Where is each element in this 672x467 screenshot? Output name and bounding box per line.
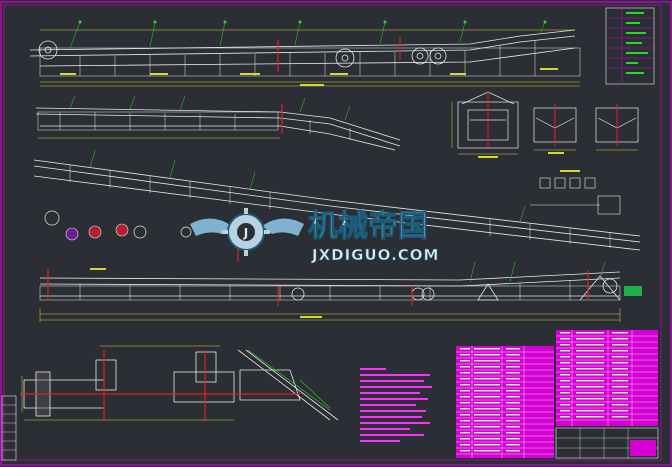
gear-wings-emblem-icon: J [190,208,304,256]
idler-roller-icon [44,210,192,241]
bill-of-materials-table [456,330,658,458]
conveyor-elevation-top [29,20,581,87]
plan-detail [20,345,339,421]
conveyor-long-incline [33,149,641,262]
title-block-table [555,427,659,459]
conveyor-full-elevation [39,261,642,322]
green-marker [624,286,642,296]
svg-text:J: J [243,226,248,240]
binding-strip [1,395,17,461]
leader-lines [69,21,546,49]
watermark-title: 机械帝国 [308,209,428,244]
watermark: J 机械帝国 JXDIGUO.COM [190,208,439,264]
watermark-url: JXDIGUO.COM [311,246,439,264]
technical-notes-text-block [360,368,432,442]
idler-cross-sections [451,91,639,158]
drive-pulley-icon [38,40,447,68]
revision-table [605,7,655,85]
conveyor-inclined-section [35,95,401,151]
